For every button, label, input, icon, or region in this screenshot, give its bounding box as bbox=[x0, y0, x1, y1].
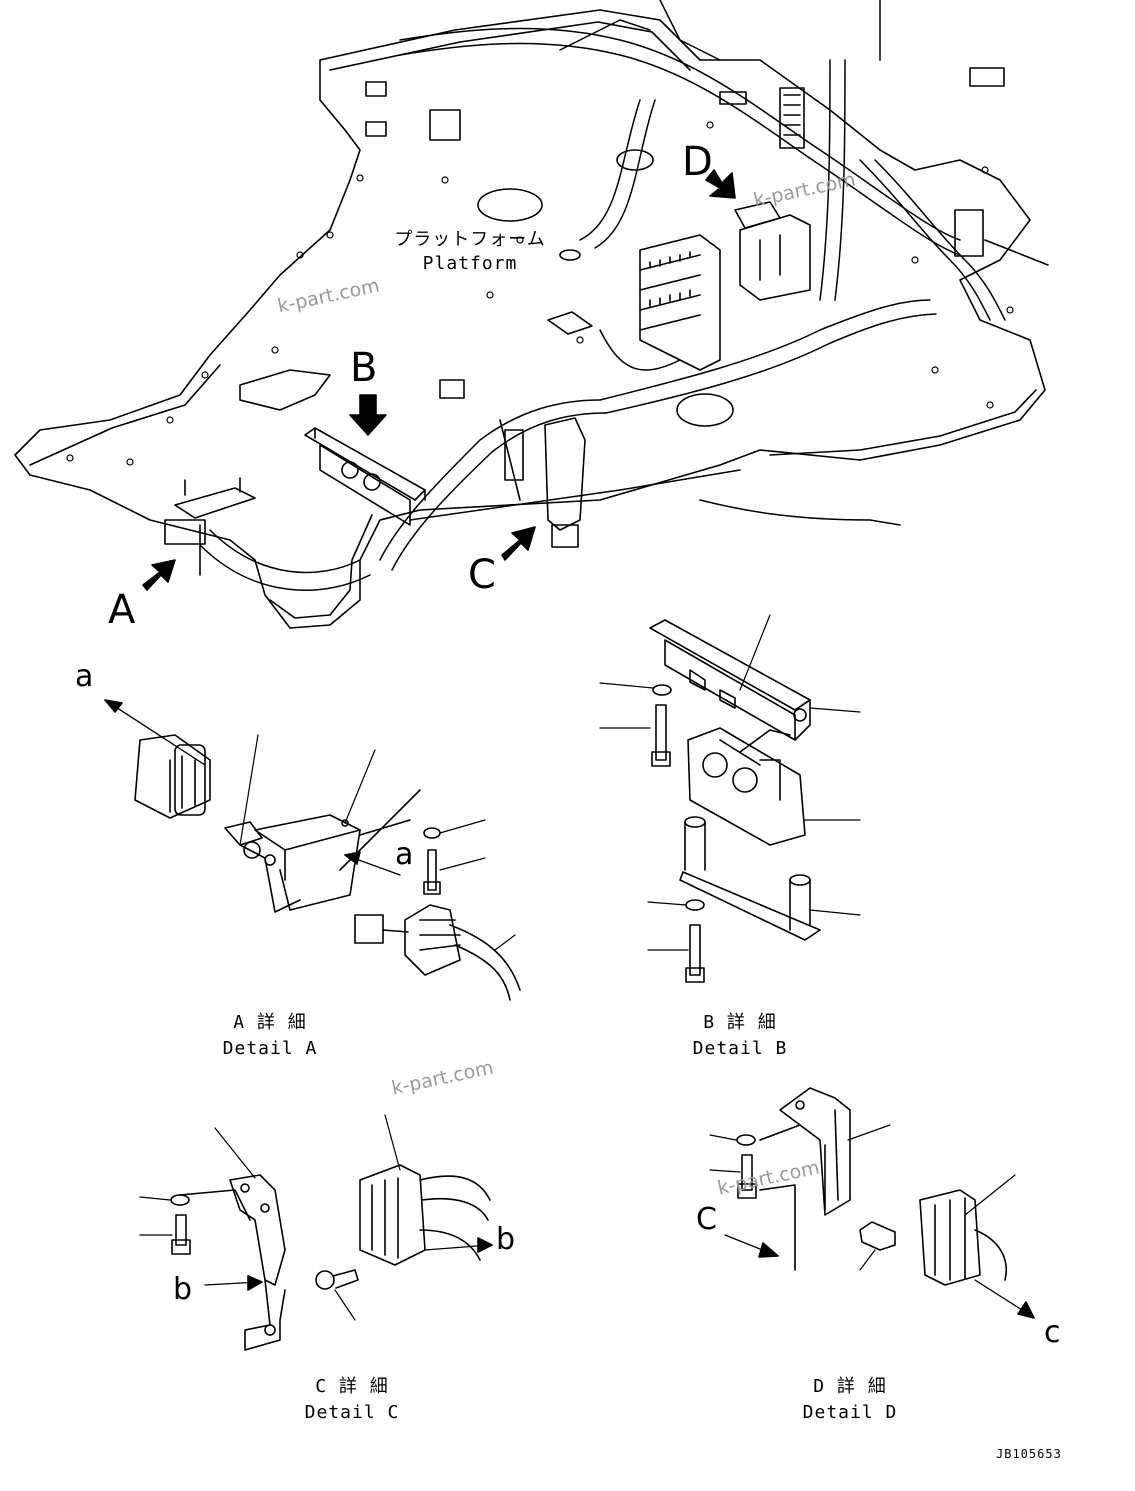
bracket-b-platform bbox=[304, 427, 426, 526]
detail-c-caption-jp: C 詳 細 bbox=[315, 1376, 389, 1397]
platform-outline bbox=[14, 9, 1046, 629]
drawing-code: JB105653 bbox=[996, 1447, 1062, 1461]
platform-label: プラットフォーム Platform bbox=[385, 228, 555, 276]
leader-line bbox=[984, 239, 1049, 266]
fuse-block bbox=[639, 234, 721, 371]
view-marker-b: B bbox=[350, 345, 378, 391]
detail-a-caption-jp: A 詳 細 bbox=[233, 1012, 307, 1033]
view-marker-d: D bbox=[682, 139, 713, 185]
detail-c-caption-en: Detail C bbox=[304, 1402, 400, 1423]
direction-marker-b-1: b bbox=[496, 1222, 516, 1257]
connector-cluster-top bbox=[365, 67, 1005, 399]
detail-a-caption-en: Detail A bbox=[222, 1038, 318, 1059]
view-marker-c: C bbox=[468, 552, 496, 598]
detail-c-caption: C 詳 細 Detail C bbox=[272, 1374, 432, 1426]
detail-b-caption-en: Detail B bbox=[692, 1038, 788, 1059]
platform-label-jp: プラットフォーム bbox=[394, 229, 546, 250]
platform-bolt-holes bbox=[66, 121, 1014, 466]
direction-marker-c-2: c bbox=[1044, 1315, 1061, 1350]
direction-marker-b-2: b bbox=[173, 1272, 193, 1307]
direction-marker-a-2: a bbox=[395, 837, 414, 872]
platform-label-en: Platform bbox=[422, 253, 518, 274]
detail-a-caption: A 詳 細 Detail A bbox=[190, 1010, 350, 1062]
direction-marker-a-1: a bbox=[75, 659, 94, 694]
bracket-a-platform bbox=[164, 477, 256, 576]
detail-b-caption-jp: B 詳 細 bbox=[703, 1012, 777, 1033]
bracket-d-platform bbox=[734, 201, 781, 229]
wire-harness bbox=[199, 0, 1006, 591]
detail-a-drawing bbox=[104, 699, 521, 1001]
detail-d-caption-en: Detail D bbox=[802, 1402, 898, 1423]
view-marker-a: A bbox=[108, 587, 136, 633]
direction-marker-c-1: C bbox=[696, 1202, 717, 1237]
bracket-c-platform bbox=[499, 417, 586, 548]
detail-d-drawing bbox=[709, 1087, 1035, 1319]
detail-b-drawing bbox=[599, 614, 861, 983]
detail-d-caption: D 詳 細 Detail D bbox=[770, 1374, 930, 1426]
relay-box bbox=[739, 214, 811, 301]
detail-c-drawing bbox=[139, 1114, 493, 1351]
view-arrows bbox=[142, 169, 736, 591]
detail-d-caption-jp: D 詳 細 bbox=[813, 1376, 887, 1397]
detail-b-caption: B 詳 細 Detail B bbox=[660, 1010, 820, 1062]
